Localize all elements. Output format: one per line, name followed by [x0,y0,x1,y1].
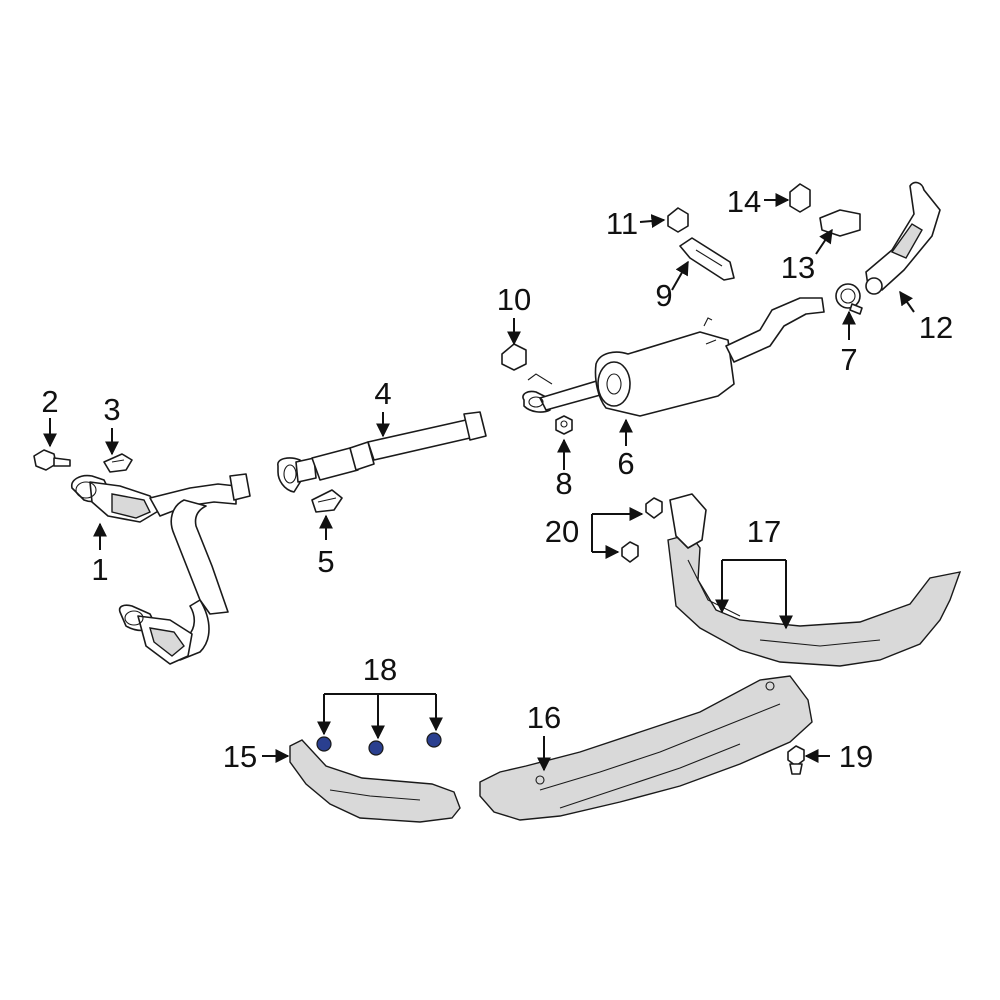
heat-shield-17[interactable] [667,493,962,667]
insulator-14[interactable] [789,183,811,213]
heat-shield-16[interactable] [479,675,813,821]
callout-2: 2 [41,384,58,419]
catalytic-converter-y-pipe[interactable] [70,473,251,665]
hanger-9[interactable] [679,237,735,281]
callout-9: 9 [655,278,672,313]
callout-12: 12 [919,310,953,345]
callout-4: 4 [374,376,391,411]
insulator-11[interactable] [667,207,689,233]
callout-10: 10 [497,282,531,317]
callout-13: 13 [781,250,815,285]
callout-7: 7 [840,342,857,377]
bolt-2[interactable] [33,449,71,471]
callout-16: 16 [527,700,561,735]
muffler-6[interactable] [522,297,825,417]
callout-6: 6 [617,446,634,481]
callout-14: 14 [727,184,761,219]
bracket-3[interactable] [103,453,133,473]
callout-11: 11 [606,206,638,241]
callout-17: 17 [747,514,781,549]
clamp-7[interactable] [835,283,863,315]
heat-shield-15[interactable] [289,739,461,823]
bracket-5[interactable] [311,489,343,513]
callout-20: 20 [545,514,579,549]
callout-15: 15 [223,739,257,774]
callout-8: 8 [555,466,572,501]
callout-19: 19 [839,739,873,774]
intermediate-pipe-4[interactable] [277,411,487,493]
fastener-18[interactable] [316,732,442,756]
hanger-13[interactable] [819,209,861,237]
callout-1: 1 [91,552,108,587]
exhaust-tip-12[interactable] [865,181,941,295]
callout-18: 18 [363,652,397,687]
callout-3: 3 [103,392,120,427]
callout-labels: 1 2 3 4 5 6 7 8 9 10 11 12 13 14 15 16 1… [41,184,953,774]
insulator-10[interactable] [501,343,527,371]
bolt-19[interactable] [787,745,805,775]
nut-8[interactable] [555,415,573,435]
callout-5: 5 [317,544,334,579]
bolt-20[interactable] [621,497,663,563]
leader-lines [43,193,915,772]
